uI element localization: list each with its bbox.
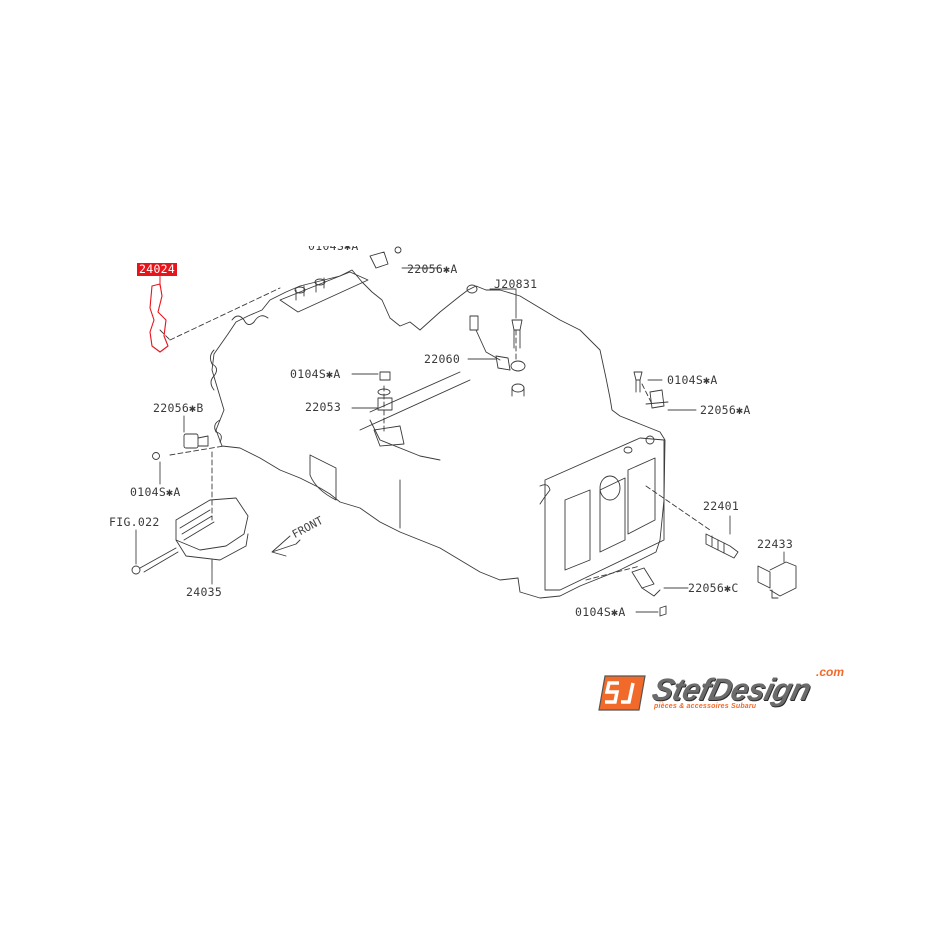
- callout-0104s-a-bottom[interactable]: 0104S✱A: [575, 605, 626, 619]
- callout-fig022[interactable]: FIG.022: [109, 515, 160, 529]
- callout-22053[interactable]: 22053: [305, 400, 342, 414]
- callout-22433[interactable]: 22433: [757, 537, 794, 551]
- callout-0104s-a-mid[interactable]: 0104S✱A: [290, 367, 341, 381]
- callout-22060[interactable]: 22060: [424, 352, 461, 366]
- callout-22401[interactable]: 22401: [703, 499, 740, 513]
- callout-22056-a-top[interactable]: 22056✱A: [407, 262, 458, 276]
- callout-22056-c[interactable]: 22056✱C: [688, 581, 739, 595]
- stefdesign-logo: StefDesign .com pièces & accessoires Sub…: [597, 665, 857, 720]
- sd-badge-icon: [598, 675, 646, 711]
- logo-domain-suffix: .com: [816, 665, 845, 679]
- callout-0104s-a-top[interactable]: 0104S✱A: [308, 239, 359, 253]
- callout-24024[interactable]: 24024: [137, 262, 178, 276]
- callout-j20831[interactable]: J20831: [494, 277, 538, 291]
- callout-22056-b[interactable]: 22056✱B: [153, 401, 204, 415]
- callout-22056-a-right[interactable]: 22056✱A: [700, 403, 751, 417]
- logo-tagline: pièces & accessoires Subaru: [654, 703, 757, 710]
- callout-0104s-a-right[interactable]: 0104S✱A: [667, 373, 718, 387]
- callout-0104s-a-left[interactable]: 0104S✱A: [130, 485, 181, 499]
- callout-24035[interactable]: 24035: [186, 585, 223, 599]
